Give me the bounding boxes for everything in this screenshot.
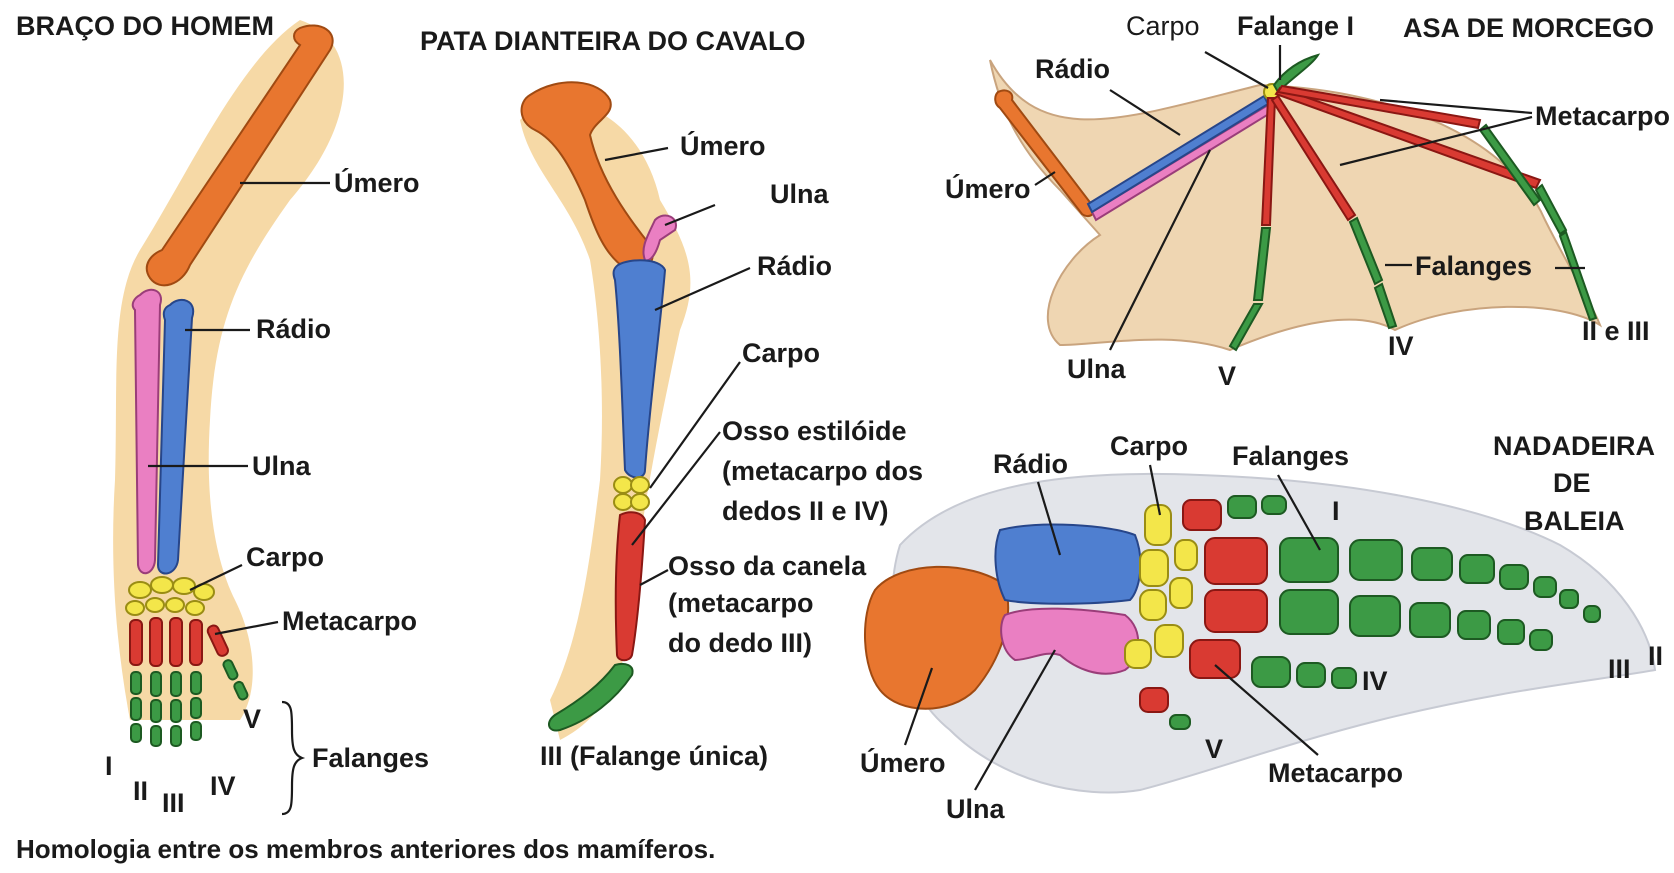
whale-phalanges [1169,495,1601,730]
horse-canela-leader [639,569,669,586]
human-digit-iv: IV [210,771,236,801]
whale-umero-leader [903,667,934,746]
human-phalanges [130,659,249,747]
horse-radio-leader [654,266,751,312]
bat-ulna-leader [1109,149,1211,351]
whale-digit-iv: IV [1362,666,1388,696]
human-label-umero: Úmero [334,167,420,198]
horse-carpo-leader [649,361,741,489]
bat-metacarpo-leader-2 [1339,115,1533,167]
horse-ulna [642,214,677,262]
human-metacarpals [129,617,229,667]
human-title: BRAÇO DO HOMEM [16,11,274,41]
bat-label-ulna: Ulna [1067,354,1126,384]
whale-title-2: DE [1553,468,1591,498]
bat-label-falange1: Falange I [1237,11,1354,41]
human-falanges-brace [281,700,306,816]
whale-label-ulna: Ulna [946,794,1005,824]
whale-digit-v: V [1205,734,1223,764]
human-label-falanges: Falanges [312,743,429,773]
human-metacarpo-leader [214,620,279,636]
human-radius [156,298,195,575]
horse-label-umero: Úmero [680,130,766,161]
bat-digit-v: V [1218,361,1236,391]
bat-thumb-phalanx [1272,53,1321,94]
whale-label-carpo: Carpo [1110,431,1188,461]
bat-digit-ii-iii: II e III [1582,316,1650,346]
horse-estiloide-leader [631,431,721,546]
horse-label-ulna: Ulna [770,179,829,209]
whale-title-1: NADADEIRA [1493,431,1655,461]
horse-single-phalanx [548,662,634,732]
whale-title-3: BALEIA [1524,506,1625,536]
bat-label-carpo: Carpo [1126,11,1200,41]
whale-carpo-leader [1148,464,1162,516]
whale-ulna [1000,607,1140,675]
human-humerus [145,24,334,287]
human-digit-v: V [243,704,261,734]
whale-metacarpals [1139,499,1268,713]
whale-digit-i: I [1332,496,1340,526]
bat-radio-leader [1109,89,1181,136]
human-digit-ii: II [133,776,148,806]
human-label-carpo: Carpo [246,542,324,572]
bat-umero-leader [1034,171,1056,186]
whale-ulna-leader [974,649,1056,791]
whale-falanges-leader [1277,474,1321,551]
human-label-ulna: Ulna [252,451,311,481]
horse-label-estiloide-3: dedos II e IV) [722,496,889,526]
bat-label-radio: Rádio [1035,54,1110,84]
horse-label-canela-2: (metacarpo [668,588,814,618]
bat-title: ASA DE MORCEGO [1403,13,1654,43]
bat-wing-panel: ASA DE MORCEGO Carpo Falange I Rádio Úme… [945,11,1670,391]
horse-label-radio: Rádio [757,251,832,281]
whale-carpals [1124,504,1198,669]
whale-flipper-panel: NADADEIRA DE BALEIA Rádio Carpo Falanges… [860,431,1663,824]
human-digit-i: I [105,751,113,781]
horse-label-carpo: Carpo [742,338,820,368]
human-digit-iii: III [162,788,185,818]
whale-label-falanges: Falanges [1232,441,1349,471]
human-label-radio: Rádio [256,314,331,344]
whale-label-radio: Rádio [993,449,1068,479]
bat-label-umero: Úmero [945,173,1031,204]
horse-label-estiloide-2: (metacarpo dos [722,456,923,486]
bat-digit-iv: IV [1388,331,1414,361]
bat-phalanges [1228,123,1598,352]
whale-label-umero: Úmero [860,747,946,778]
bat-metacarpals [1260,84,1542,226]
whale-label-metacarpo: Metacarpo [1268,758,1403,788]
whale-radio-leader [1036,481,1062,556]
bat-label-metacarpo: Metacarpo [1535,101,1670,131]
horse-ulna-leader [664,203,716,227]
whale-metacarpo-leader [1214,664,1319,756]
horse-label-canela-3: do dedo III) [668,628,812,658]
human-carpals [125,576,215,616]
bat-metacarpo-leader-1 [1379,98,1533,115]
human-label-metacarpo: Metacarpo [282,606,417,636]
whale-digit-ii: II [1648,641,1663,671]
whale-digit-iii: III [1608,654,1631,684]
human-ulna [131,288,162,575]
horse-cannon-bone [614,511,647,662]
horse-label-estiloide-1: Osso estilóide [722,416,907,446]
horse-label-canela-1: Osso da canela [668,551,867,581]
whale-radius [994,523,1142,605]
horse-leg-panel: PATA DIANTEIRA DO CAVALO Úmero Ulna Rádi… [420,26,923,771]
horse-label-falange-unica: III (Falange única) [540,741,768,771]
figure-caption: Homologia entre os membros anteriores do… [16,834,715,864]
human-carpo-leader [189,564,243,591]
horse-title: PATA DIANTEIRA DO CAVALO [420,26,805,56]
horse-umero-leader [604,146,669,162]
horse-carpals [613,476,650,511]
bat-carpo-leader [1204,51,1269,89]
whale-humerus [863,565,1010,710]
human-arm-panel: BRAÇO DO HOMEM Úmero Rádio Ulna Carpo Me… [16,11,429,818]
bat-label-falanges: Falanges [1415,251,1532,281]
